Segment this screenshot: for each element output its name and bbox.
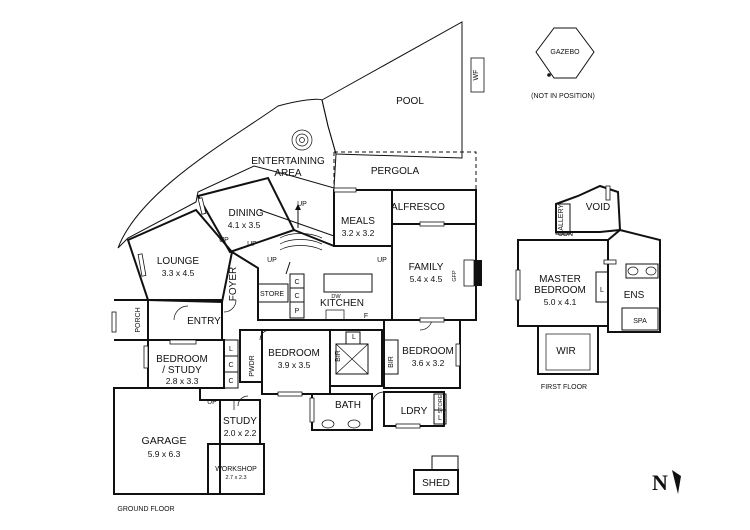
ensuite-label: ENS [624,290,645,301]
north-arrow-icon [672,470,681,494]
gazebo: GAZEBO (NOT IN POSITION) [531,27,595,100]
entertaining-label-2: AREA [274,168,302,179]
cabinet-c2: C [294,293,299,300]
ground-floor-label: GROUND FLOOR [117,506,174,513]
linen-label-ff: L [600,287,604,294]
pwdr-label: PWDR [249,355,256,376]
foyer-label: FOYER [228,267,239,301]
bir-label-3: BIR [388,356,395,368]
kitchen-label: KITCHEN [320,298,364,309]
gallery-label: GALLERY [558,204,565,236]
bir-label-2: BIR [335,350,342,362]
ground-floor-walls [111,176,482,495]
north-arrow: N [652,470,681,495]
bedroom-3-label: BEDROOM [402,346,454,357]
bedroom-3-dim: 3.6 x 3.2 [412,358,445,368]
bedroom-study-label-2: / STUDY [162,365,202,376]
pool-label: POOL [396,96,424,107]
ldry-store-label: STORE [438,394,444,413]
gazebo-note: (NOT IN POSITION) [531,93,595,100]
study-dim: 2.0 x 2.2 [224,428,257,438]
family-label: FAMILY [409,262,444,273]
master-dim: 5.0 x 4.1 [544,297,577,307]
linen-label-3: L [438,415,442,422]
linen-label: L [229,346,233,353]
pergola-label: PERGOLA [371,166,420,177]
dining-label: DINING [229,208,264,219]
workshop-dim: 2.7 x 2.3 [225,475,246,481]
first-floor-labels: GALLERY DN VOID MASTER BEDROOM 5.0 x 4.1… [534,202,647,391]
alfresco-label: ALFRESCO [391,202,445,213]
up-label-2: UP [219,237,229,244]
tree-icon [291,129,313,151]
meals-label: MEALS [341,216,375,227]
garage-label: GARAGE [142,435,187,447]
up-label-6: UP [207,399,217,406]
porch-label: PORCH [135,307,142,332]
gfp-label: GFP [452,270,458,282]
master-label-2: BEDROOM [534,285,586,296]
cabinet-c1: C [294,279,299,286]
linen-label-2: L [352,334,356,341]
study-label: STUDY [223,416,257,427]
meals-dim: 3.2 x 3.2 [342,228,375,238]
dn-label: DN [563,231,573,238]
workshop-label: WORKSHOP [215,466,257,473]
entry-label: ENTRY [187,316,221,327]
north-label: N [652,470,668,495]
water-feature [470,57,485,93]
dining-dim: 4.1 x 3.5 [228,220,261,230]
up-label-5: UP [377,257,387,264]
family-dim: 5.4 x 4.5 [410,274,443,284]
bedroom-2-dim: 3.9 x 3.5 [278,360,311,370]
lounge-label: LOUNGE [157,256,200,267]
garage-dim: 5.9 x 6.3 [148,449,181,459]
laundry-label: LDRY [401,406,428,417]
bath-label: BATH [335,400,361,411]
bedroom-2-label: BEDROOM [268,348,320,359]
wf-label: WF [473,70,480,81]
master-label-1: MASTER [539,274,581,285]
cabinet-c4: C [228,378,233,385]
lounge-dim: 3.3 x 4.5 [162,268,195,278]
store-label: STORE [260,291,284,298]
bedroom-study-label-1: BEDROOM [156,354,208,365]
pantry-label: P [295,308,300,315]
first-floor-label: FIRST FLOOR [541,384,587,391]
up-label-4: UP [267,257,277,264]
up-label-3: UP [247,241,257,248]
void-label: VOID [586,202,610,213]
pool-area: WF POOL [321,21,485,159]
ground-floor-labels: ALFRESCO MEALS 3.2 x 3.2 DINING 4.1 x 3.… [117,201,458,513]
dishwasher-label: DW [331,294,341,300]
up-label-1: UP [297,201,307,208]
spa-label: SPA [633,318,647,325]
entertaining-label-1: ENTERTAINING [251,156,325,167]
bedroom-study-dim: 2.8 x 3.3 [166,376,199,386]
gazebo-label: GAZEBO [550,49,580,56]
fridge-label: F [364,313,368,320]
shed-label: SHED [422,478,450,489]
wir-label: WIR [556,346,575,357]
first-floor [515,184,661,375]
pergola: PERGOLA [333,151,477,190]
cabinet-c3: C [228,362,233,369]
